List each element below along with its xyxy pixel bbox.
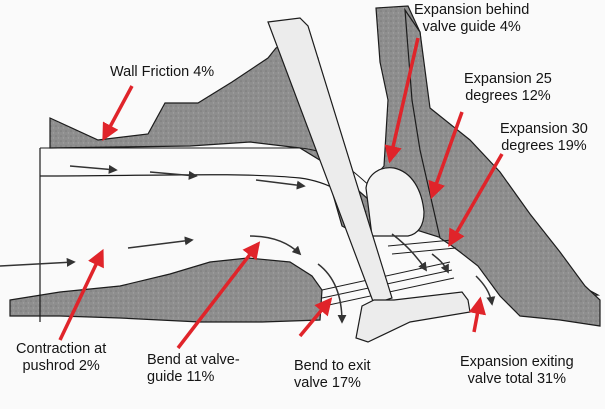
label-line: valve total 31% (467, 371, 566, 387)
label-line: Expansion 25 (464, 71, 552, 87)
label-bend-valve-guide: Bend at valve- guide 11% (147, 352, 240, 386)
label-line: degrees 12% (465, 88, 551, 104)
label-line: Contraction at (16, 341, 107, 357)
port-floor-casting (9, 257, 323, 323)
label-line: pushrod 2% (22, 358, 100, 374)
valve-guide-boss (365, 167, 425, 237)
valve-stem (267, 17, 393, 305)
label-line: Expansion behind (414, 2, 530, 18)
combustion-chamber-wall (404, 7, 601, 327)
label-expansion-exiting-valve: Expansion exiting valve total 31% (460, 354, 574, 388)
label-line: Bend to exit (294, 358, 371, 374)
label-line: guide 11% (147, 369, 215, 385)
label-line: valve 17% (294, 375, 361, 391)
label-expansion-25: Expansion 25 degrees 12% (464, 71, 552, 105)
label-expansion-behind-guide: Expansion behind valve guide 4% (414, 2, 529, 36)
label-expansion-30: Expansion 30 degrees 19% (500, 121, 588, 155)
label-line: Bend at valve- (147, 352, 240, 368)
label-line: degrees 19% (501, 138, 587, 154)
label-line: Expansion 30 (500, 121, 588, 137)
label-bend-exit-valve: Bend to exit valve 17% (294, 358, 371, 392)
flow-arrows (0, 164, 496, 324)
label-wall-friction: Wall Friction 4% (110, 64, 215, 80)
label-contraction-pushrod: Contraction at pushrod 2% (16, 341, 106, 375)
label-line: Expansion exiting (460, 354, 574, 370)
annotation-arrows (58, 37, 504, 350)
label-line: valve guide 4% (422, 19, 521, 35)
